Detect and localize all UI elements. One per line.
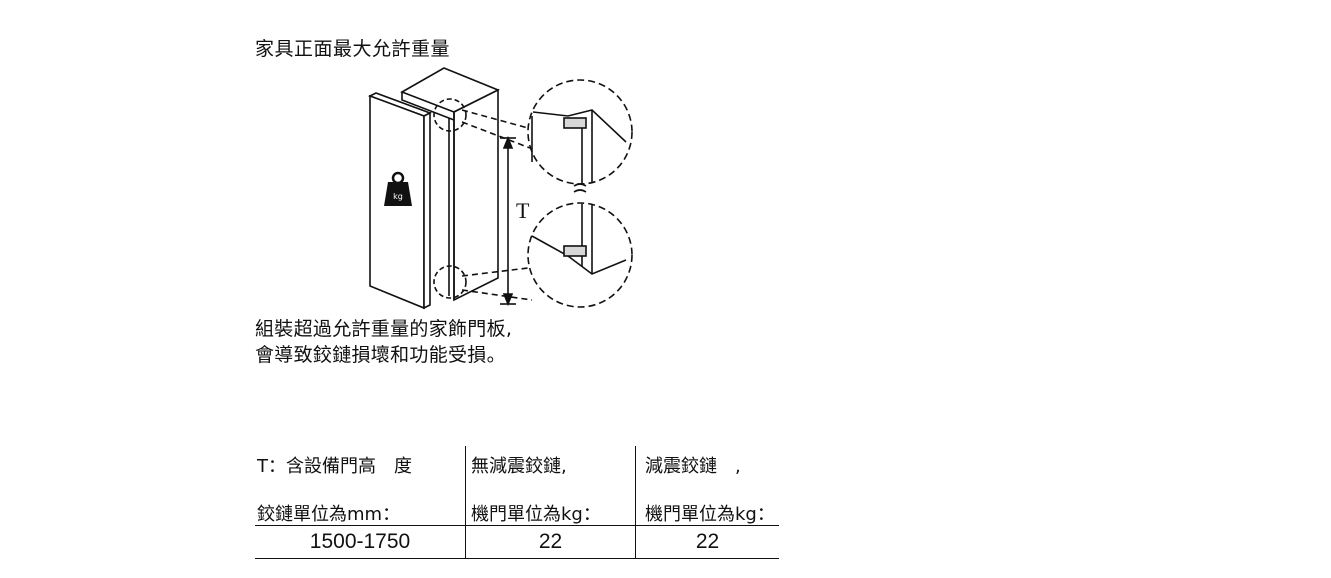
table-cell-no-damper-weight: 22 bbox=[538, 530, 563, 553]
table-column-divider-1 bbox=[465, 446, 466, 558]
table-header-height-line1: T：含設備門高 度 bbox=[257, 456, 412, 477]
table-column-divider-2 bbox=[635, 446, 636, 558]
lower-leader-line-a bbox=[461, 267, 529, 277]
break-symbol-bottom bbox=[573, 189, 587, 193]
lower-detail-bottom-edge bbox=[531, 235, 627, 275]
hinge-weight-table: T：含設備門高 度 鉸鏈單位為mm： 無減震鉸鏈, 機門單位為kg： 減震鉸鏈 … bbox=[255, 444, 779, 560]
warning-text: 組裝超過允許重量的家飾門板, 會導致鉸鏈損壞和功能受損。 bbox=[255, 316, 512, 368]
upper-hinge-block bbox=[563, 117, 587, 129]
lower-leader-line-b bbox=[461, 289, 533, 301]
table-cell-height: 1500-1750 bbox=[309, 530, 411, 553]
table-header-no-damper-line2: 機門單位為kg： bbox=[471, 504, 601, 525]
table-header-damper-line2: 機門單位為kg： bbox=[645, 504, 775, 525]
upper-leader-line-a bbox=[461, 109, 529, 129]
table-cell-damper-weight: 22 bbox=[695, 530, 720, 553]
warning-line-1: 組裝超過允許重量的家飾門板, bbox=[255, 318, 513, 340]
table-header-no-damper-line1: 無減震鉸鏈, bbox=[471, 456, 567, 477]
hinge-diagram: T kg bbox=[350, 60, 650, 320]
lower-hinge-block bbox=[563, 245, 587, 257]
door-panel-side bbox=[423, 111, 431, 310]
weight-icon: kg bbox=[384, 171, 412, 206]
lower-hinge-circle bbox=[433, 265, 467, 299]
upper-leader-line-b bbox=[461, 121, 531, 149]
dimension-label: T bbox=[516, 198, 530, 223]
table-bottom-rule bbox=[255, 558, 779, 559]
weight-icon-label: kg bbox=[393, 192, 403, 201]
upper-detail-top-edge bbox=[532, 109, 627, 143]
hinge-diagram-svg: T kg bbox=[367, 67, 633, 310]
dimension-arrow-top bbox=[502, 135, 514, 149]
warning-line-2: 會導致鉸鏈損壞和功能受損。 bbox=[255, 344, 506, 366]
cabinet-side bbox=[453, 88, 499, 302]
break-symbol-top bbox=[573, 183, 587, 187]
section-heading: 家具正面最大允許重量 bbox=[255, 38, 451, 60]
table-header-height-line2: 鉸鏈單位為mm： bbox=[257, 504, 401, 525]
table-header-damper-line1: 減震鉸鏈 , bbox=[645, 456, 741, 477]
upper-hinge-circle bbox=[433, 98, 467, 132]
table-header-rule bbox=[255, 525, 779, 526]
cabinet-front-edge bbox=[401, 92, 455, 121]
lower-detail-circle bbox=[527, 202, 633, 308]
